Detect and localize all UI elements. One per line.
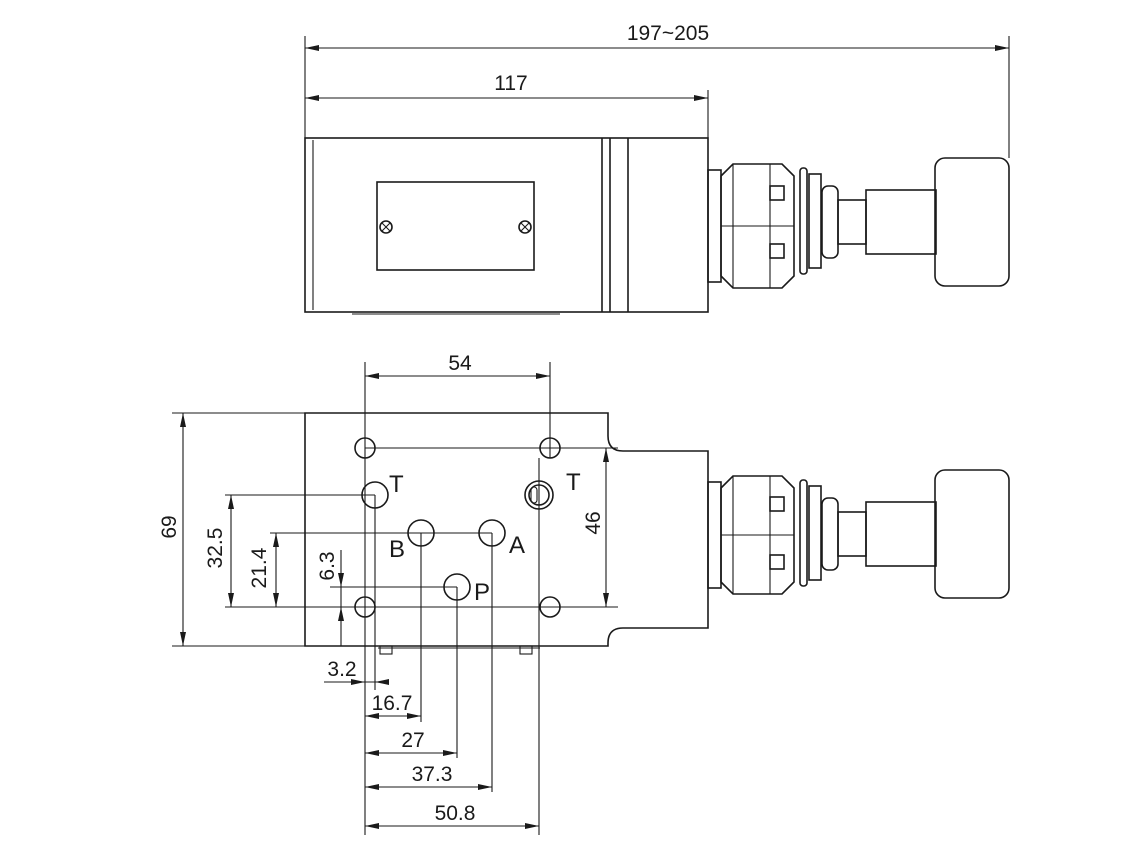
dim-t-port-x: 3.2 xyxy=(324,658,389,685)
dim-label-port-spacing-width: 54 xyxy=(448,352,472,375)
dim-label-p-port-x: 27 xyxy=(401,729,424,752)
dim-t2-port-x: 50.8 xyxy=(365,802,539,829)
dim-port-spacing-height: 46 xyxy=(582,448,609,607)
label-port-b: B xyxy=(389,536,405,563)
label-port-a: A xyxy=(509,532,525,559)
label-port-p: P xyxy=(474,579,490,606)
dim-port-spacing-width: 54 xyxy=(365,352,550,379)
top-view-body xyxy=(304,137,709,313)
nameplate-screw-right xyxy=(518,220,532,234)
dim-label-a-port-x: 37.3 xyxy=(412,763,453,786)
nameplate xyxy=(376,181,535,271)
top-view: 197~205 117 xyxy=(304,22,1010,315)
dim-a-port-x: 37.3 xyxy=(365,763,492,790)
front-view: T T B A P xyxy=(158,352,1010,835)
dim-ab-port-y: 21.4 xyxy=(248,533,279,607)
dim-label-body-height: 69 xyxy=(158,515,181,538)
dim-label-body-length: 117 xyxy=(494,72,527,95)
nameplate-screw-left xyxy=(379,220,393,234)
dim-body-height: 69 xyxy=(158,413,186,646)
dim-label-b-port-x: 16.7 xyxy=(372,692,413,715)
label-port-t-right: T xyxy=(566,469,581,496)
dim-p-port-y: 6.3 xyxy=(316,550,344,646)
dim-p-port-x: 27 xyxy=(365,729,457,756)
dim-t-port-y: 32.5 xyxy=(204,495,234,607)
dim-b-port-x: 16.7 xyxy=(365,692,421,719)
adjuster-assembly-top xyxy=(707,157,1010,289)
dim-label-p-port-y: 6.3 xyxy=(316,551,339,580)
dim-label-overall-length: 197~205 xyxy=(627,22,709,45)
label-port-t-left: T xyxy=(389,471,404,498)
dim-label-t-port-y: 32.5 xyxy=(204,528,227,569)
dim-label-ab-port-y: 21.4 xyxy=(248,547,271,588)
front-view-body xyxy=(304,412,709,647)
dim-label-port-spacing-height: 46 xyxy=(582,511,605,534)
adjuster-assembly-front xyxy=(707,469,1010,599)
dim-body-length: 117 xyxy=(305,72,709,138)
dim-label-t-port-x: 3.2 xyxy=(327,658,356,681)
dim-overall-length: 197~205 xyxy=(304,22,1010,158)
dim-label-t2-port-x: 50.8 xyxy=(435,802,476,825)
